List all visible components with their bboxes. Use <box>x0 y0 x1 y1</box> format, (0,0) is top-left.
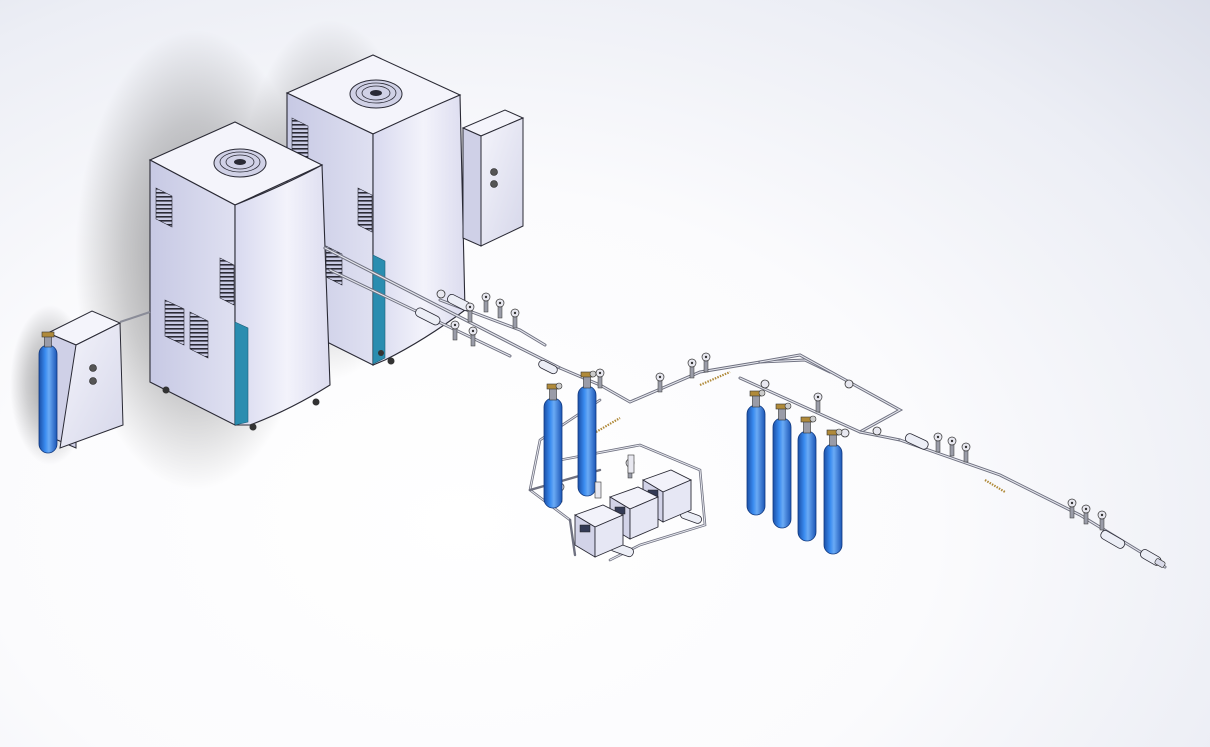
gas-cylinder-icon[interactable] <box>823 428 843 555</box>
vent-grille-icon <box>155 187 173 228</box>
fan-icon <box>213 148 267 178</box>
pipe <box>119 311 151 323</box>
control-box-icon[interactable] <box>461 109 525 247</box>
vent-grille-icon <box>219 257 235 306</box>
gas-cylinder-icon[interactable] <box>797 415 817 542</box>
vent-grille-icon <box>357 187 373 233</box>
flex-hose <box>595 370 1006 493</box>
pressure-gauge-icon <box>436 289 882 438</box>
vent-grille-icon <box>164 299 185 346</box>
fan-icon <box>349 79 403 109</box>
vent-grille-icon <box>189 311 209 359</box>
gas-cylinder-icon[interactable] <box>746 389 766 516</box>
outlet-fitting[interactable] <box>1154 558 1166 568</box>
gas-cylinder-icon[interactable] <box>38 331 58 454</box>
gas-cylinder-icon[interactable] <box>772 402 792 529</box>
control-box-icon[interactable] <box>46 310 124 449</box>
gas-cylinder-icon[interactable] <box>577 370 597 497</box>
gas-cylinder-icon[interactable] <box>543 382 563 509</box>
valve-icon[interactable] <box>594 454 635 499</box>
generator-cabinet-front[interactable] <box>148 121 331 431</box>
